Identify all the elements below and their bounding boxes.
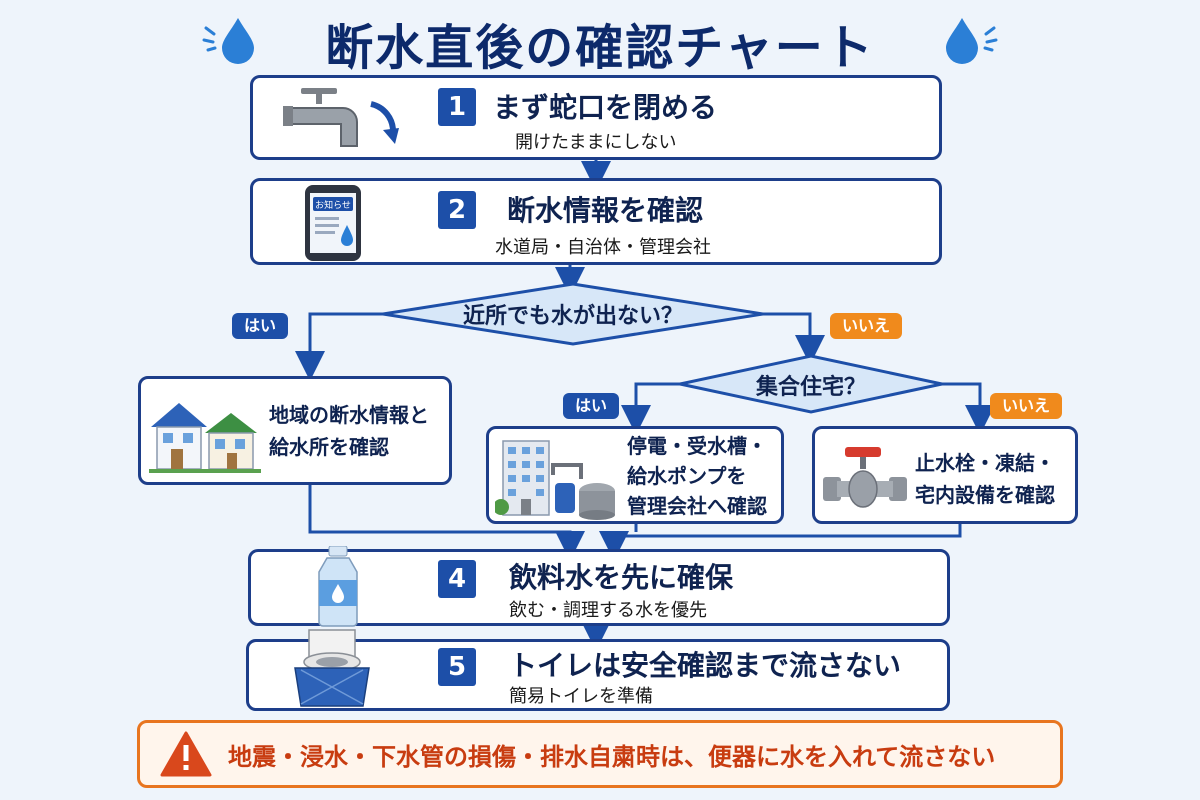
branch-house-line-2: 宅内設備を確認: [915, 483, 1055, 507]
step-5-box: 5 トイレは安全確認まで流さない 簡易トイレを準備: [246, 629, 950, 711]
phone-notice-label: お知らせ: [315, 199, 351, 211]
decision-1-yes-label: はい: [232, 313, 289, 339]
warning-banner: 地震・浸水・下水管の損傷・排水自粛時は、便器に水を入れて流さない: [137, 720, 1063, 788]
step-5-title: トイレは安全確認まで流さない: [509, 649, 902, 682]
step-4-title: 飲料水を先に確保: [509, 561, 734, 594]
step-1-title: まず蛇口を閉める: [493, 91, 718, 124]
decision-2-yes-label: はい: [563, 393, 620, 419]
branch-area-line-2: 給水所を確認: [269, 435, 389, 459]
decision-diamond-2: [679, 354, 943, 414]
step-2-title: 断水情報を確認: [507, 194, 704, 227]
step-5-number: 5: [438, 648, 476, 686]
decision-2-no-label: いいえ: [990, 393, 1063, 419]
water-bottle-icon: [318, 546, 358, 627]
decision-1-no-label: いいえ: [830, 313, 903, 339]
branch-area-line-1: 地域の断水情報と: [269, 403, 429, 427]
branch-house-line-1: 止水栓・凍結・: [915, 451, 1055, 475]
step-4-box: 4 飲料水を先に確保 飲む・調理する水を優先: [248, 546, 950, 627]
branch-area-text: 地域の断水情報と 給水所を確認: [269, 399, 429, 463]
apartment-tank-icon: [495, 440, 615, 520]
decision-1-question: 近所でも水が出ない？: [462, 304, 683, 329]
water-drop-right-icon: [946, 18, 998, 64]
branch-apartment-line-1: 停電・受水槽・: [627, 434, 767, 458]
portable-toilet-icon: [294, 629, 370, 707]
warning-icon: [160, 731, 212, 777]
step-2-box: お知らせ 2 断水情報を確認 水道局・自治体・管理会社: [250, 178, 942, 265]
branch-house-text: 止水栓・凍結・ 宅内設備を確認: [915, 447, 1055, 511]
water-drop-left-icon: [202, 18, 254, 64]
step-1-number: 1: [438, 88, 476, 126]
branch-house-box: 止水栓・凍結・ 宅内設備を確認: [812, 426, 1078, 524]
step-4-subtitle: 飲む・調理する水を優先: [509, 600, 707, 621]
houses-icon: [149, 403, 261, 473]
page-title: 断水直後の確認チャート: [325, 20, 875, 76]
warning-text: 地震・浸水・下水管の損傷・排水自粛時は、便器に水を入れて流さない: [228, 743, 996, 771]
branch-area-box: 地域の断水情報と 給水所を確認: [138, 376, 452, 485]
faucet-icon: [283, 88, 399, 147]
step-1-box: 1 まず蛇口を閉める 開けたままにしない: [250, 75, 942, 160]
step-2-subtitle: 水道局・自治体・管理会社: [495, 237, 711, 258]
step-4-number: 4: [438, 560, 476, 598]
decision-diamond-1: [382, 282, 764, 346]
step-5-subtitle: 簡易トイレを準備: [509, 686, 653, 707]
step-2-number: 2: [438, 191, 476, 229]
branch-apartment-line-2: 給水ポンプを: [627, 464, 747, 488]
branch-apartment-line-3: 管理会社へ確認: [627, 494, 767, 518]
phone-notice-icon: お知らせ: [305, 185, 361, 261]
step-1-subtitle: 開けたままにしない: [515, 132, 677, 153]
branch-apartment-text: 停電・受水槽・ 給水ポンプを 管理会社へ確認: [627, 431, 767, 521]
branch-apartment-box: 停電・受水槽・ 給水ポンプを 管理会社へ確認: [486, 426, 784, 524]
decision-2-question: 集合住宅？: [755, 375, 866, 400]
valve-icon: [823, 447, 907, 508]
